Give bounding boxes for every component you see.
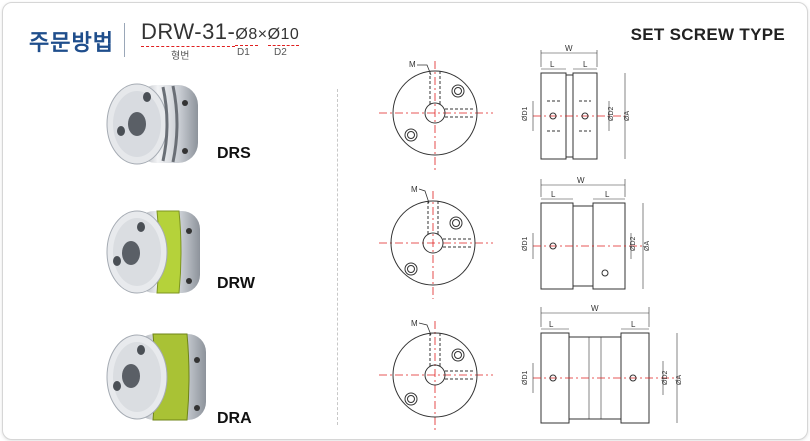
drw-coupling-image	[106, 210, 200, 294]
header-divider	[124, 23, 125, 57]
w-label: W	[591, 305, 599, 313]
product-label-dra: DRA	[217, 410, 252, 427]
a-label: ØA	[644, 241, 651, 251]
drs-side-view-drawing: W L L ØD1 ØD2 ØA	[522, 44, 631, 160]
drs-coupling-image	[106, 83, 198, 165]
a-label: ØA	[624, 111, 631, 121]
d2-label: ØD2	[662, 371, 669, 386]
a-label: ØA	[676, 375, 683, 385]
set-screw-type-title: SET SCREW TYPE	[630, 25, 785, 44]
d1-label: ØD1	[522, 237, 529, 252]
d2-label: ØD2	[608, 107, 615, 122]
l-label-left: L	[550, 60, 555, 69]
m-label: M	[411, 319, 418, 328]
d1-label: ØD1	[522, 371, 529, 386]
section-divider	[337, 89, 338, 425]
model-code-example: DRW-31-Ø8×Ø10	[141, 19, 300, 47]
d1-sub-label: D1	[237, 47, 250, 58]
l-label-right: L	[583, 60, 588, 69]
model-sub-label: 형번	[171, 51, 190, 62]
model-prefix: DRW-31-	[141, 19, 236, 47]
model-d2: Ø10	[267, 26, 300, 46]
l-label-right: L	[605, 190, 610, 199]
dra-coupling-image	[106, 333, 206, 421]
w-label: W	[565, 44, 573, 53]
m-label: M	[411, 185, 418, 194]
m-label: M	[409, 60, 416, 69]
model-times: ×	[257, 26, 268, 43]
drw-front-view-drawing: M	[379, 185, 493, 299]
dra-front-view-drawing: M	[379, 319, 493, 433]
product-label-drw: DRW	[217, 275, 255, 292]
model-d1: Ø8	[235, 26, 258, 46]
dra-side-view-drawing: W L L ØD1 ØD2 ØA	[522, 305, 683, 424]
d1-label: ØD1	[522, 107, 529, 122]
product-label-drs: DRS	[217, 145, 251, 162]
drs-front-view-drawing: M	[379, 60, 493, 173]
drw-side-view-drawing: W L L ØD1 ØD2 ØA	[522, 176, 651, 290]
w-label: W	[577, 176, 585, 185]
l-label-right: L	[631, 320, 636, 329]
d2-label: ØD2	[630, 237, 637, 252]
d2-sub-label: D2	[274, 47, 287, 58]
l-label-left: L	[551, 190, 556, 199]
order-method-title: 주문방법	[29, 31, 114, 56]
l-label-left: L	[549, 320, 554, 329]
